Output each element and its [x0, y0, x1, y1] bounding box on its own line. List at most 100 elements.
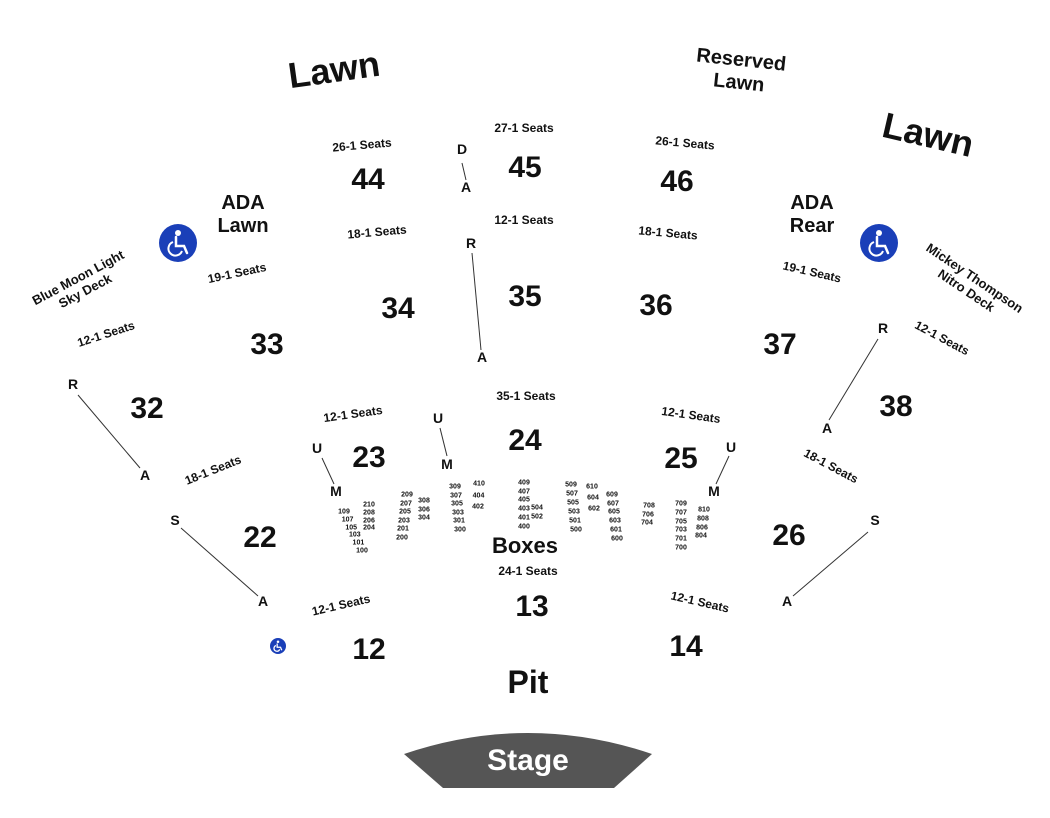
row-letter: R [877, 320, 889, 336]
section-22[interactable]: 22 [243, 521, 277, 554]
section-23[interactable]: 23 [352, 441, 386, 474]
box-number[interactable]: 204 [363, 524, 375, 532]
box-number[interactable]: 200 [396, 534, 408, 541]
section-25[interactable]: 25 [664, 442, 698, 475]
box-number[interactable]: 409 [518, 479, 530, 487]
box-number[interactable]: 609 [606, 491, 618, 499]
box-number[interactable]: 705 [675, 518, 687, 526]
section-34[interactable]: 34 [381, 292, 415, 325]
box-number[interactable]: 201 [397, 525, 409, 533]
row-letter: A [781, 593, 793, 609]
seats-13: 24-1 Seats [498, 564, 558, 578]
box-number[interactable]: 402 [472, 503, 484, 511]
section-14[interactable]: 14 [669, 630, 703, 663]
row-letter: A [821, 420, 833, 436]
box-number[interactable]: 105 [345, 524, 358, 532]
box-number[interactable]: 503 [568, 508, 580, 516]
box-number[interactable]: 410 [473, 480, 485, 488]
row-letter: U [311, 440, 323, 456]
box-number[interactable]: 610 [586, 483, 598, 491]
row-letter: S [870, 512, 880, 528]
box-number[interactable]: 806 [696, 524, 708, 532]
box-number[interactable]: 501 [569, 517, 581, 525]
box-number[interactable]: 708 [643, 502, 655, 510]
section-45[interactable]: 45 [508, 151, 542, 184]
box-number[interactable]: 305 [451, 500, 463, 508]
section-38[interactable]: 38 [879, 390, 913, 423]
box-number[interactable]: 505 [567, 499, 579, 507]
section-12[interactable]: 12 [352, 633, 386, 666]
box-number[interactable]: 804 [695, 532, 707, 540]
ada-rear-label: ADA Rear [789, 192, 835, 237]
section-35[interactable]: 35 [508, 280, 542, 313]
box-number[interactable]: 301 [453, 517, 465, 525]
row-letter: M [441, 456, 453, 472]
boxes-label: Boxes [491, 533, 559, 558]
box-number[interactable]: 207 [400, 500, 412, 507]
box-number[interactable]: 300 [454, 526, 466, 534]
box-number[interactable]: 100 [356, 547, 368, 555]
box-number[interactable]: 405 [518, 496, 530, 504]
box-number[interactable]: 704 [641, 519, 653, 527]
section-24[interactable]: 24 [508, 424, 542, 457]
seats-35: 12-1 Seats [494, 213, 554, 227]
box-number[interactable]: 706 [642, 511, 654, 519]
box-number[interactable]: 101 [352, 539, 365, 547]
seats-45: 27-1 Seats [494, 121, 554, 135]
box-number[interactable]: 707 [675, 509, 687, 517]
row-letter: A [460, 179, 472, 195]
box-number[interactable]: 400 [518, 523, 530, 530]
section-46[interactable]: 46 [660, 165, 694, 198]
box-number[interactable]: 403 [518, 505, 530, 513]
box-number[interactable]: 210 [363, 501, 375, 509]
section-37[interactable]: 37 [763, 328, 797, 361]
row-letter: A [476, 349, 488, 365]
box-number[interactable]: 709 [675, 500, 687, 508]
section-32[interactable]: 32 [130, 392, 164, 425]
box-number[interactable]: 307 [450, 492, 462, 500]
row-letter: M [330, 483, 342, 499]
box-number[interactable]: 502 [531, 513, 543, 521]
box-number[interactable]: 206 [363, 517, 375, 525]
box-number[interactable]: 306 [418, 506, 430, 513]
box-number[interactable]: 600 [611, 535, 623, 542]
box-number[interactable]: 703 [675, 526, 687, 534]
box-number[interactable]: 107 [341, 516, 354, 524]
box-number[interactable]: 308 [418, 497, 430, 505]
box-number[interactable]: 303 [452, 509, 464, 517]
box-number[interactable]: 607 [607, 500, 619, 508]
box-number[interactable]: 810 [698, 506, 710, 514]
box-number[interactable]: 208 [363, 509, 375, 517]
box-number[interactable]: 103 [348, 531, 361, 539]
section-26[interactable]: 26 [772, 519, 806, 552]
section-33[interactable]: 33 [250, 328, 284, 361]
box-number[interactable]: 404 [472, 492, 485, 499]
box-number[interactable]: 507 [566, 490, 578, 498]
box-number[interactable]: 205 [399, 508, 411, 516]
box-number[interactable]: 601 [610, 526, 622, 534]
box-number[interactable]: 109 [338, 508, 350, 516]
box-number[interactable]: 509 [565, 481, 577, 489]
box-number[interactable]: 309 [449, 483, 461, 491]
box-number[interactable]: 304 [418, 514, 430, 522]
row-letter: S [170, 512, 180, 528]
row-letter: R [67, 376, 79, 392]
section-44[interactable]: 44 [351, 163, 385, 196]
box-number[interactable]: 700 [675, 544, 687, 552]
box-number[interactable]: 407 [518, 488, 530, 496]
box-number[interactable]: 604 [587, 494, 599, 502]
box-number[interactable]: 209 [401, 491, 413, 499]
box-number[interactable]: 504 [531, 504, 543, 512]
row-letter: U [432, 410, 444, 426]
stage-label: Stage [487, 744, 569, 777]
box-number[interactable]: 808 [697, 515, 709, 523]
box-number[interactable]: 603 [609, 517, 621, 525]
box-number[interactable]: 401 [518, 514, 530, 522]
box-number[interactable]: 701 [675, 535, 687, 543]
section-36[interactable]: 36 [639, 289, 673, 322]
section-13[interactable]: 13 [515, 590, 549, 623]
box-number[interactable]: 602 [588, 505, 600, 513]
box-number[interactable]: 500 [570, 526, 582, 533]
box-number[interactable]: 203 [398, 517, 410, 524]
box-number[interactable]: 605 [608, 508, 620, 516]
